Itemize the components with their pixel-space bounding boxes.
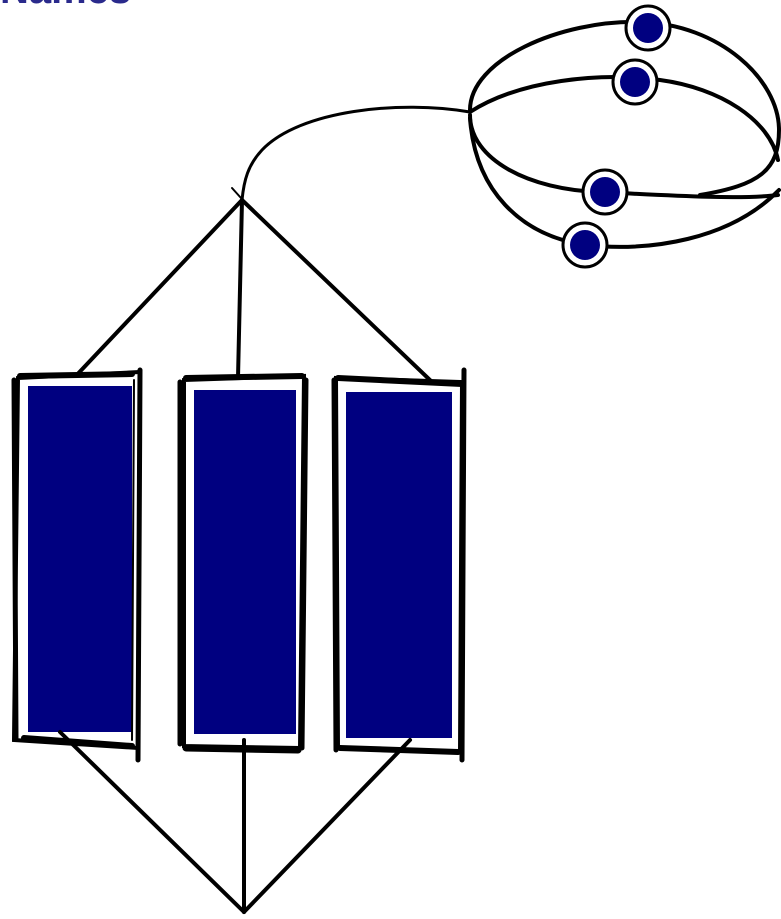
panel-middle-fill	[194, 390, 296, 734]
top-hanger	[72, 188, 432, 382]
panel-right-fill	[346, 392, 452, 738]
panel-right-left-edge	[334, 380, 336, 750]
panel-left-right-edge	[138, 370, 140, 760]
bottom-hanger-line-left	[60, 732, 244, 912]
top-hanger-line-right	[242, 200, 432, 382]
panel-left-top-edge	[20, 374, 132, 376]
top-hanger-line-center	[238, 200, 242, 378]
orbit-bead-2	[613, 60, 657, 104]
bottom-hanger	[60, 732, 410, 912]
panel-middle-top-edge	[186, 376, 302, 378]
connector-curve	[242, 107, 470, 200]
orbit-bead-4	[563, 223, 607, 267]
top-hanger-line-left	[72, 200, 242, 380]
orbit-ring-group	[470, 6, 779, 267]
panel-right-right-edge	[462, 370, 464, 760]
panel-left	[14, 370, 140, 760]
panel-left-fill	[28, 386, 132, 732]
orbit-ring-outer-top	[470, 22, 779, 195]
panel-right	[334, 370, 464, 760]
bottom-hanger-line-right	[244, 740, 410, 912]
panel-middle	[180, 376, 306, 750]
orbit-bead-3	[583, 170, 627, 214]
orbit-bead-1	[626, 6, 670, 50]
panel-left-left-edge	[14, 380, 16, 738]
